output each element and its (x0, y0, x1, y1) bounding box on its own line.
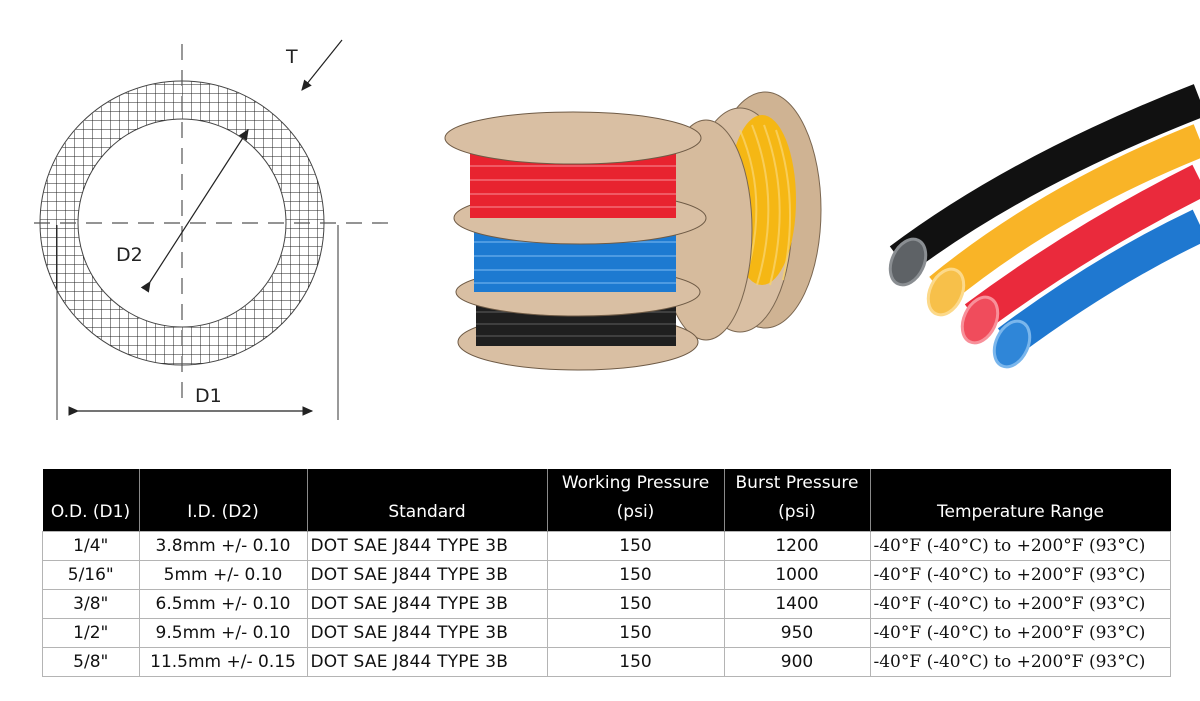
cell-working-pressure: 150 (546, 589, 725, 619)
cell-working-pressure: 150 (546, 531, 725, 561)
cell-temperature-range: -40°F (-40°C) to +200°F (93°C) (869, 589, 1171, 619)
header-id: I.D. (D2) (138, 469, 307, 532)
specification-table: O.D. (D1) I.D. (D2) Standard Working Pre… (42, 469, 1171, 677)
cell-temperature-range: -40°F (-40°C) to +200°F (93°C) (869, 560, 1171, 590)
tube-cross-section-diagram: T D2 D1 (20, 30, 400, 430)
cell-id: 3.8mm +/- 0.10 (138, 531, 308, 561)
table-row: 1/4" 3.8mm +/- 0.10 DOT SAE J844 TYPE 3B… (42, 531, 1171, 561)
cell-temperature-range: -40°F (-40°C) to +200°F (93°C) (869, 618, 1171, 648)
cell-temperature-range: -40°F (-40°C) to +200°F (93°C) (869, 531, 1171, 561)
tubing-colors-image (870, 80, 1200, 380)
cell-standard: DOT SAE J844 TYPE 3B (306, 531, 548, 561)
table-header-row: O.D. (D1) I.D. (D2) Standard Working Pre… (42, 469, 1171, 532)
cell-burst-pressure: 950 (723, 618, 871, 648)
cell-burst-pressure: 1000 (723, 560, 871, 590)
cell-standard: DOT SAE J844 TYPE 3B (306, 560, 548, 590)
cell-od: 5/16" (42, 560, 140, 590)
table-row: 5/8" 11.5mm +/- 0.15 DOT SAE J844 TYPE 3… (42, 647, 1171, 677)
table-row: 1/2" 9.5mm +/- 0.10 DOT SAE J844 TYPE 3B… (42, 618, 1171, 648)
cell-standard: DOT SAE J844 TYPE 3B (306, 618, 548, 648)
cell-id: 9.5mm +/- 0.10 (138, 618, 308, 648)
cell-od: 5/8" (42, 647, 140, 677)
label-inner-diameter: D2 (116, 244, 143, 266)
header-temperature-range: Temperature Range (869, 469, 1171, 532)
cell-burst-pressure: 1200 (723, 531, 871, 561)
cell-burst-pressure: 1400 (723, 589, 871, 619)
cell-working-pressure: 150 (546, 647, 725, 677)
header-od: O.D. (D1) (42, 469, 139, 532)
tubing-spools-image (440, 80, 840, 380)
header-burst-pressure: Burst Pressure(psi) (723, 469, 870, 532)
header-working-pressure: Working Pressure(psi) (546, 469, 724, 532)
cell-od: 1/4" (42, 531, 140, 561)
cell-standard: DOT SAE J844 TYPE 3B (306, 589, 548, 619)
cell-working-pressure: 150 (546, 618, 725, 648)
cell-id: 6.5mm +/- 0.10 (138, 589, 308, 619)
table-row: 5/16" 5mm +/- 0.10 DOT SAE J844 TYPE 3B … (42, 560, 1171, 590)
cell-od: 3/8" (42, 589, 140, 619)
tubes-svg (888, 84, 1200, 369)
label-thickness: T (286, 46, 298, 68)
cell-working-pressure: 150 (546, 560, 725, 590)
cell-burst-pressure: 900 (723, 647, 871, 677)
spools-svg (444, 91, 822, 371)
cell-od: 1/2" (42, 618, 140, 648)
cell-id: 11.5mm +/- 0.15 (138, 647, 308, 677)
cross-section-svg (34, 39, 388, 420)
cell-temperature-range: -40°F (-40°C) to +200°F (93°C) (869, 647, 1171, 677)
table-row: 3/8" 6.5mm +/- 0.10 DOT SAE J844 TYPE 3B… (42, 589, 1171, 619)
header-standard: Standard (306, 469, 547, 532)
cell-standard: DOT SAE J844 TYPE 3B (306, 647, 548, 677)
label-outer-diameter: D1 (195, 385, 222, 407)
cell-id: 5mm +/- 0.10 (138, 560, 308, 590)
